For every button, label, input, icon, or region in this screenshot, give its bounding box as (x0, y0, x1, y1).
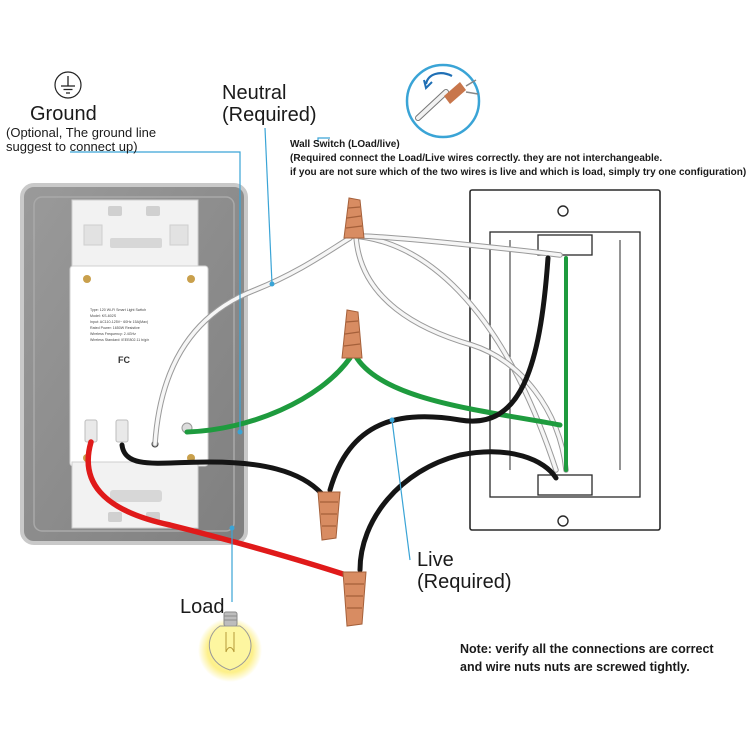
load-title: Load (180, 596, 225, 618)
live-title: Live (417, 549, 454, 571)
neutral-required: (Required) (222, 104, 317, 126)
wire-nut-line (317, 491, 341, 541)
wires (85, 233, 569, 578)
neutral-title: Neutral (222, 82, 287, 104)
device-spec-3: Input: AC110-125V~ 60Hz 15A(Max) (90, 320, 149, 324)
device-spec-5: Wireless Frequency: 2.4GHz (90, 332, 136, 336)
ground-symbol-icon (54, 71, 82, 99)
device-spec-6: Wireless Standard: IEEE802.11 b/g/n (90, 338, 150, 342)
note-line-1: Note: verify all the connections are cor… (460, 642, 714, 656)
note-line-2: and wire nuts nuts are screwed tightly. (460, 660, 690, 674)
ground-title: Ground (30, 103, 97, 125)
black-wire-box-bottom (357, 449, 559, 573)
ground-wire-box (352, 352, 563, 428)
wire-nut-neutral (343, 197, 365, 239)
ground-wire-device (184, 355, 353, 435)
smart-switch (20, 183, 248, 545)
wall-switch-note-line-1: (Required connect the Load/Live wires co… (290, 153, 663, 164)
ground-subtitle-line-1: (Optional, The ground line (6, 125, 157, 140)
ground-subtitle-line-2: suggest to connect up) (6, 139, 138, 154)
device-spec-4: Rated Power: 1650W Resistive (90, 326, 140, 330)
live-required: (Required) (417, 571, 512, 593)
wall-switch-note-line-2: if you are not sure which of the two wir… (290, 167, 747, 178)
leader-lines (70, 127, 411, 602)
twist-wire-nut-icon (405, 63, 481, 139)
black-wire-device (119, 442, 325, 497)
wire-nut-ground (341, 309, 363, 359)
device-spec-2: Model: KS-602S (90, 314, 117, 318)
load-wire-red (85, 439, 349, 578)
wall-switch-title: Wall Switch (LOad/live) (290, 139, 400, 150)
wire-nut-load (342, 571, 367, 627)
device-spec-1: Type: 120 Wi-Fi Smart Light Switch (90, 308, 147, 312)
black-wire-box-top (327, 255, 551, 493)
light-bulb-icon (198, 611, 262, 682)
fcc-logo: FC (118, 355, 130, 365)
